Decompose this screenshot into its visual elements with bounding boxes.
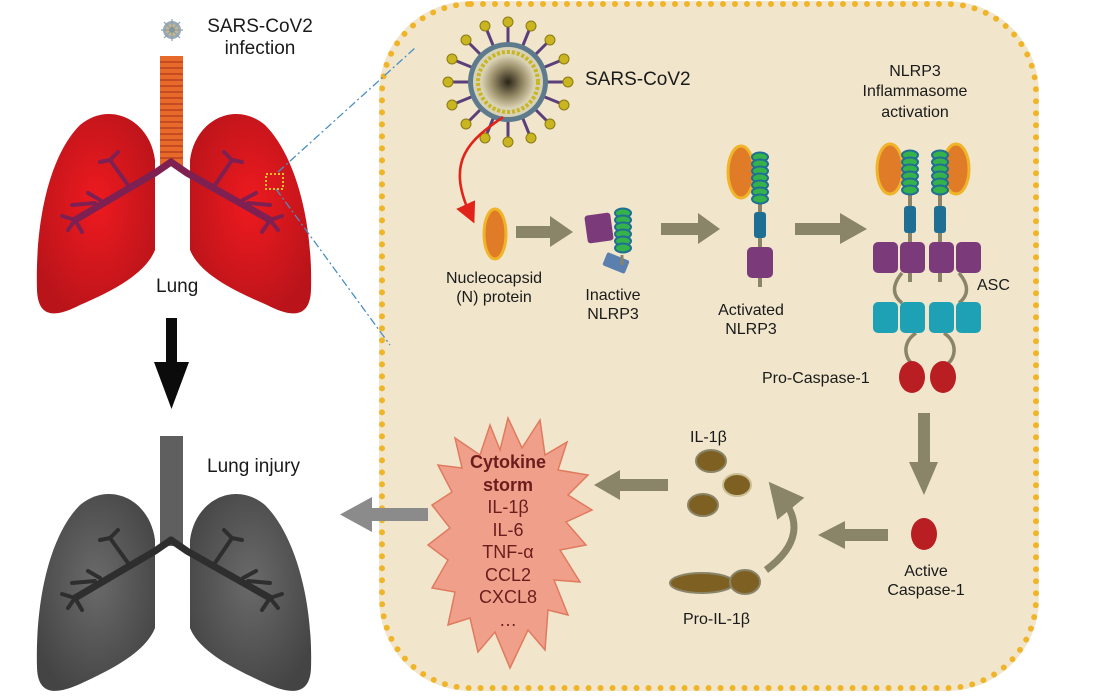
inactive-nlrp3-label: Inactive NLRP3 [585,287,641,323]
small-virus-icon [161,19,183,41]
left-lung-red [36,113,155,314]
cytokine-item: CXCL8 [478,587,538,607]
zoom-connector-lines [275,47,416,346]
il1b-label: IL-1β [690,429,727,446]
arrow-caspase-to-il1b [818,521,888,549]
virus-label: SARS-CoV2 [585,69,691,90]
healthy-lung [36,113,312,314]
activated-nlrp3-label: Activated NLRP3 [718,302,784,338]
inactive-nlrp3-shape [584,207,632,274]
cytokine-item: IL-1β [487,497,529,517]
pro-caspase-1-right [930,361,956,393]
arrow-storm-to-lung-injury [340,497,428,532]
arrow-procaspase-to-active [909,413,938,495]
activated-nlrp3-shape [726,144,773,287]
pro-il1b-label: Pro-IL-1β [683,611,750,628]
n-protein-label: Nucleocapsid (N) protein [445,270,543,306]
active-caspase-1-label: Active Caspase-1 [887,563,965,599]
arrow-n-to-inactive [516,216,573,247]
arrow-inactive-to-activated [661,213,720,244]
il1b-particles [687,449,752,517]
asc-label: ASC [977,277,1010,294]
lung-label: Lung [156,276,199,297]
cytokine-item: … [499,609,517,630]
n-protein-release-arrow [456,115,504,224]
right-lung-red [190,113,312,314]
pro-caspase-1-label: Pro-Caspase-1 [762,370,870,387]
storm-title-line2: storm [482,474,533,495]
cytokine-storm-text: Cytokine storm IL-1β IL-6 TNF-α CCL2 CXC… [453,451,563,631]
cleavage-arrow [763,481,805,573]
arrow-activated-to-inflammasome [795,213,867,244]
trachea-healthy [160,56,183,166]
arrow-il1b-to-storm [594,470,668,500]
cytokine-item: CCL2 [484,564,532,585]
active-caspase-1-shape [911,518,937,550]
lung-injury-label: Lung injury [207,456,300,477]
zoom-region-marker [265,173,284,190]
pro-il1b-shape [669,569,761,595]
down-arrow [154,318,189,409]
cytokine-storm-burst [426,415,594,670]
inflammasome-complex [873,142,981,393]
infection-label: SARS-CoV2 infection [207,16,313,60]
n-protein-shape [482,207,508,261]
pro-caspase-1-left [899,361,925,393]
cytokine-item: IL-6 [492,519,524,540]
storm-title-line1: Cytokine [469,452,547,472]
inflammasome-label: NLRP3 Inflammasome activation [862,63,968,121]
injured-lung [36,493,312,691]
trachea-injured [160,436,183,546]
cytokine-item: TNF-α [482,542,534,562]
sars-cov2-virus [442,16,574,148]
